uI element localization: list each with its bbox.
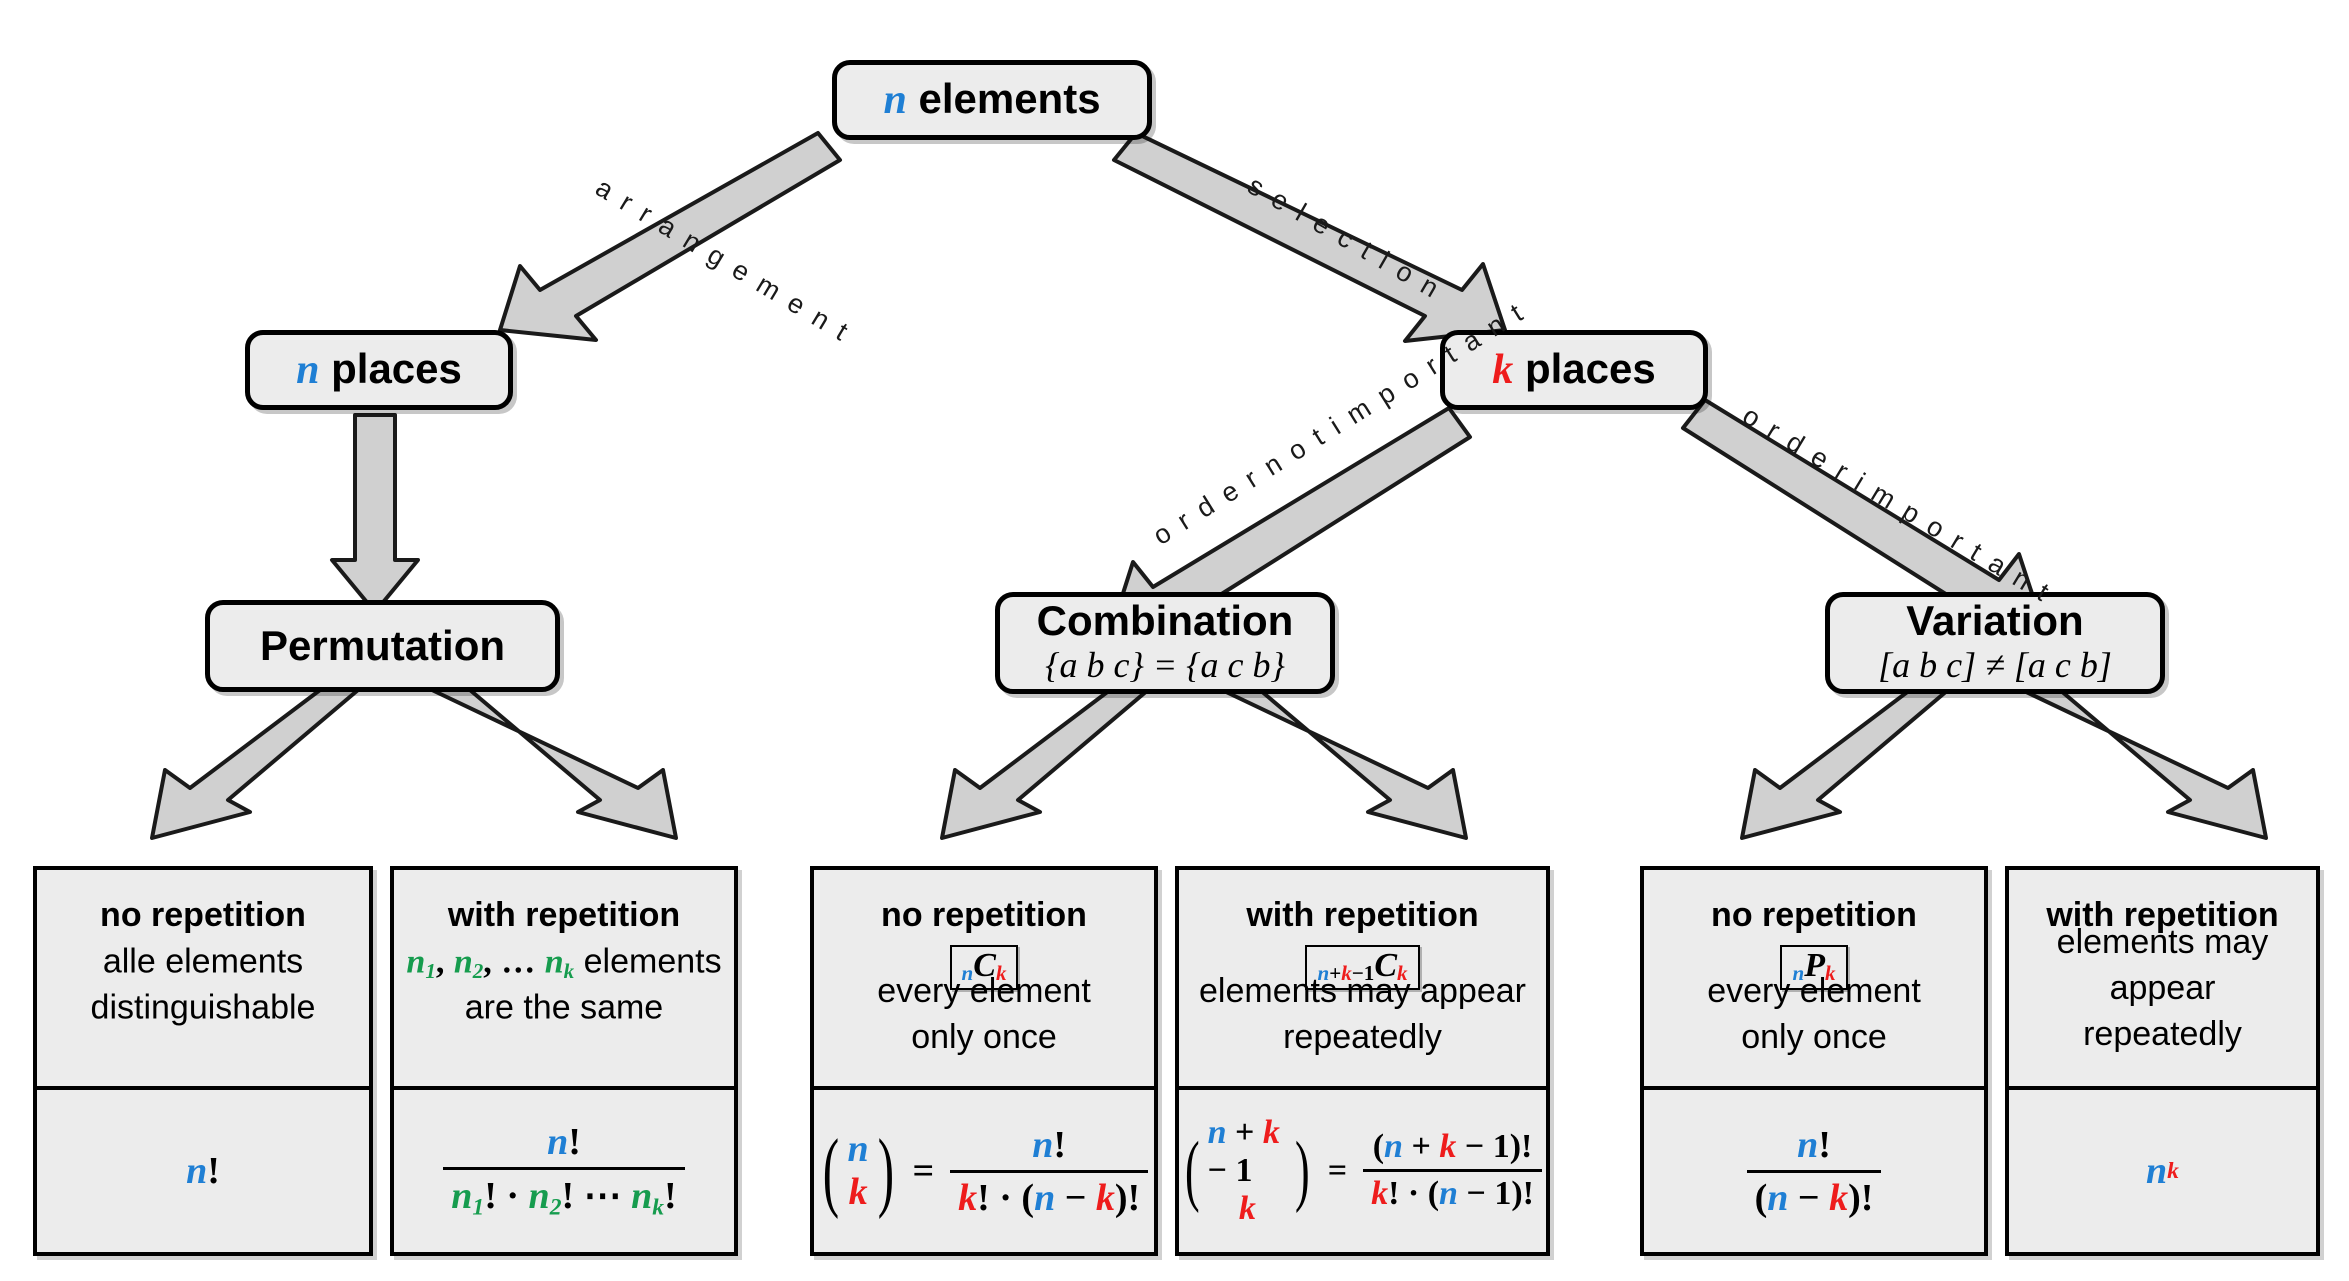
leaf-formula: n! (n − k)! [1644,1086,1984,1252]
leaf-header: no repetition [100,896,306,934]
arrow-n-places-to-permutation [330,413,420,614]
symbol-n: n [883,77,907,124]
leaf-notation-nPk: nPk [1780,945,1848,990]
leaf-combination-with-repetition[interactable]: with repetition n+k−1Ck elements may app… [1175,866,1550,1256]
node-n-places[interactable]: n places [245,330,513,410]
leaf-description: alle elements distinguishable [37,939,369,1031]
node-variation[interactable]: Variation [a b c] ≠ [a c b] [1825,592,2165,694]
leaf-desc-line2: repeatedly [2083,1014,2242,1053]
node-combination-title: Combination [1036,597,1294,645]
leaf-description: n1, n2, … nk elements are the same [394,939,734,1031]
leaf-header: no repetition [881,896,1087,934]
node-n-elements[interactable]: n elements [832,60,1152,140]
node-n-elements-title: n elements [883,75,1101,124]
arrow-permutation-left [150,688,360,840]
node-permutation[interactable]: Permutation [205,600,560,692]
leaf-header: with repetition [1246,896,1479,934]
leaf-notation-nk1Ck: n+k−1Ck [1305,945,1420,990]
leaf-desc-line1: every element [877,971,1091,1010]
arrow-selection [1112,131,1507,343]
arrow-permutation-right [430,688,678,840]
arrow-variation-right [2020,688,2268,840]
node-variation-subtitle: [a b c] ≠ [a c b] [1878,645,2112,686]
leaf-desc-line2: repeatedly [1283,1017,1442,1056]
leaf-description: elements may appear repeatedly [1179,969,1546,1061]
node-variation-title: Variation [1906,597,2084,645]
leaf-desc-line1: every element [1707,971,1921,1010]
node-n-elements-label: elements [918,75,1101,123]
arrow-combination-left [940,688,1150,840]
leaf-upper: no repetition nPk every element only onc… [1644,870,1984,1086]
arrow-arrangement [498,131,842,342]
leaf-description: every element only once [1644,969,1984,1061]
leaf-desc-line2: only once [1741,1017,1887,1056]
node-k-places-title: k places [1492,345,1656,394]
leaf-desc-line1: elements may appear [1199,971,1526,1010]
leaf-variation-with-repetition[interactable]: with repetition elements may appear repe… [2005,866,2320,1256]
leaf-description: every element only once [814,969,1154,1061]
leaf-upper: no repetition nCk every element only onc… [814,870,1154,1086]
leaf-desc-line1: elements may appear [2056,923,2269,1008]
node-n-places-title: n places [296,345,462,394]
leaf-permutation-with-repetition[interactable]: with repetition n1, n2, … nk elements ar… [390,866,738,1256]
leaf-formula: n! [37,1086,369,1252]
leaf-upper: no repetition alle elements distinguisha… [37,870,369,1086]
leaf-desc-line2: are the same [464,988,664,1027]
leaf-upper: with repetition elements may appear repe… [2009,870,2316,1086]
node-k-places[interactable]: k places [1440,330,1708,410]
leaf-permutation-no-repetition[interactable]: no repetition alle elements distinguisha… [33,866,373,1256]
leaf-header: no repetition [1711,896,1917,934]
leaf-variation-no-repetition[interactable]: no repetition nPk every element only onc… [1640,866,1988,1256]
node-k-places-label: places [1524,345,1656,393]
symbol-n: n [296,347,320,394]
leaf-desc-line1: n1, n2, … nk elements [406,942,722,984]
arrow-combination-right [1220,688,1468,840]
node-combination[interactable]: Combination {a b c} = {a c b} [995,592,1335,694]
symbol-k: k [1492,347,1514,394]
leaf-desc-line2: only once [911,1017,1057,1056]
leaf-formula: ( n + k − 1 k ) = (n + k − 1)! k! · (n −… [1179,1086,1546,1252]
arrow-variation-left [1740,688,1950,840]
leaf-desc-line1: alle elements [102,942,304,981]
leaf-upper: with repetition n1, n2, … nk elements ar… [394,870,734,1086]
leaf-formula: n! n1! · n2! ⋯ nk! [394,1086,734,1252]
leaf-description: elements may appear repeatedly [2009,920,2316,1058]
node-n-places-label: places [331,345,462,393]
leaf-desc-line2: distinguishable [90,988,316,1027]
leaf-header: with repetition [447,896,681,934]
leaf-header: with repetition [2046,896,2279,934]
leaf-combination-no-repetition[interactable]: no repetition nCk every element only onc… [810,866,1158,1256]
leaf-notation-nCk: nCk [949,945,1019,990]
leaf-upper: with repetition n+k−1Ck elements may app… [1179,870,1546,1086]
node-combination-subtitle: {a b c} = {a c b} [1045,645,1285,686]
node-permutation-title: Permutation [259,621,506,669]
